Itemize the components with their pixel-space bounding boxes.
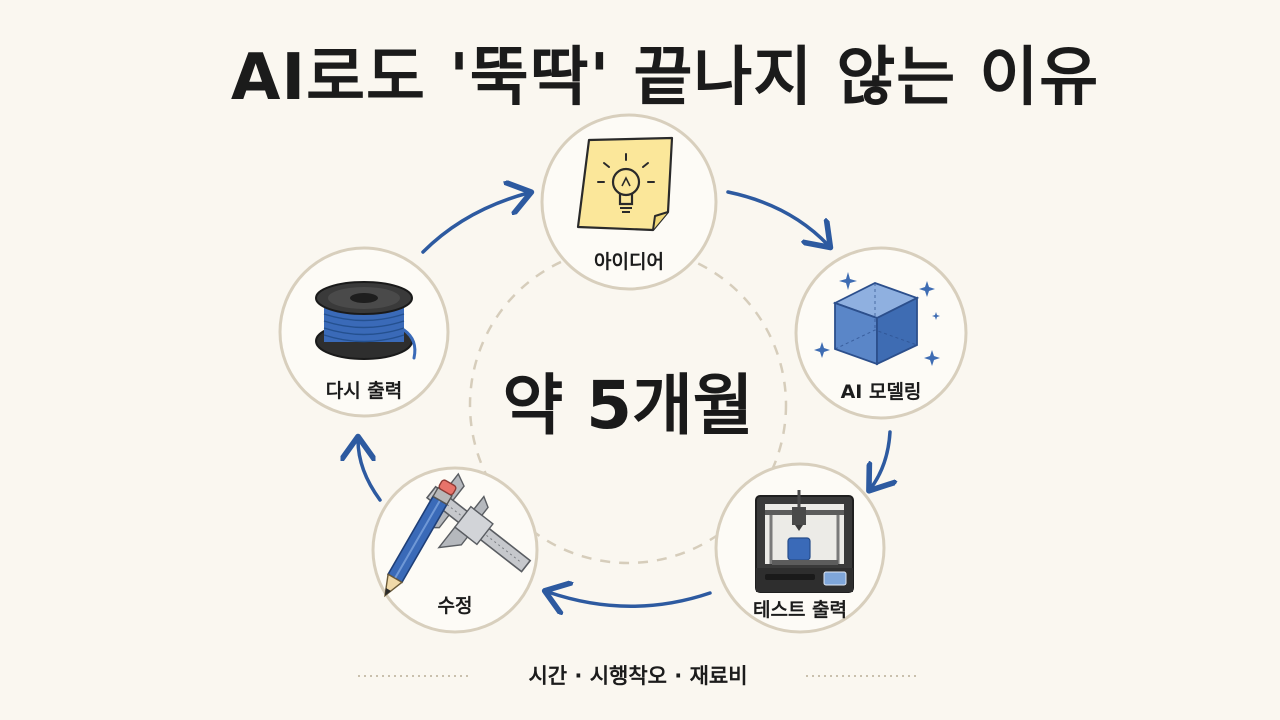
cycle-node-label: AI 모델링 [841,381,922,403]
cycle-node-fix: 수정 [371,466,539,634]
filament-spool-icon [315,281,417,360]
arrow-modeling-to-testprint [871,430,890,488]
cycle-node-test-print: 테스트 출력 [714,462,886,634]
cycle-node-label: 테스트 출력 [753,599,847,621]
page-title: AI로도 '뚝딱' 끝나지 않는 이유 [230,41,1100,115]
arrow-respool-to-idea [421,193,528,254]
arrow-testprint-to-fix [548,592,712,606]
cycle-node-idea: 아이디어 [540,113,718,291]
cycle-node-reprint: 다시 출력 [278,246,450,418]
lightbulb-sticky-note-icon [576,136,674,232]
arrow-fix-to-respool [358,440,382,502]
pencil-caliper-icon [384,472,532,598]
cycle-node-ai-modeling: AI 모델링 [794,246,968,420]
3d-printer-icon [755,490,854,593]
footer-cost-factors: 시간 · 시행착오 · 재료비 [528,664,747,688]
center-duration-text: 약 5개월 [502,367,753,444]
3d-cube-icon [814,272,940,366]
cycle-node-label: 다시 출력 [326,380,403,402]
cycle-node-label: 수정 [438,595,473,617]
cycle-node-label: 아이디어 [594,251,664,273]
arrow-idea-to-modeling [726,190,828,245]
